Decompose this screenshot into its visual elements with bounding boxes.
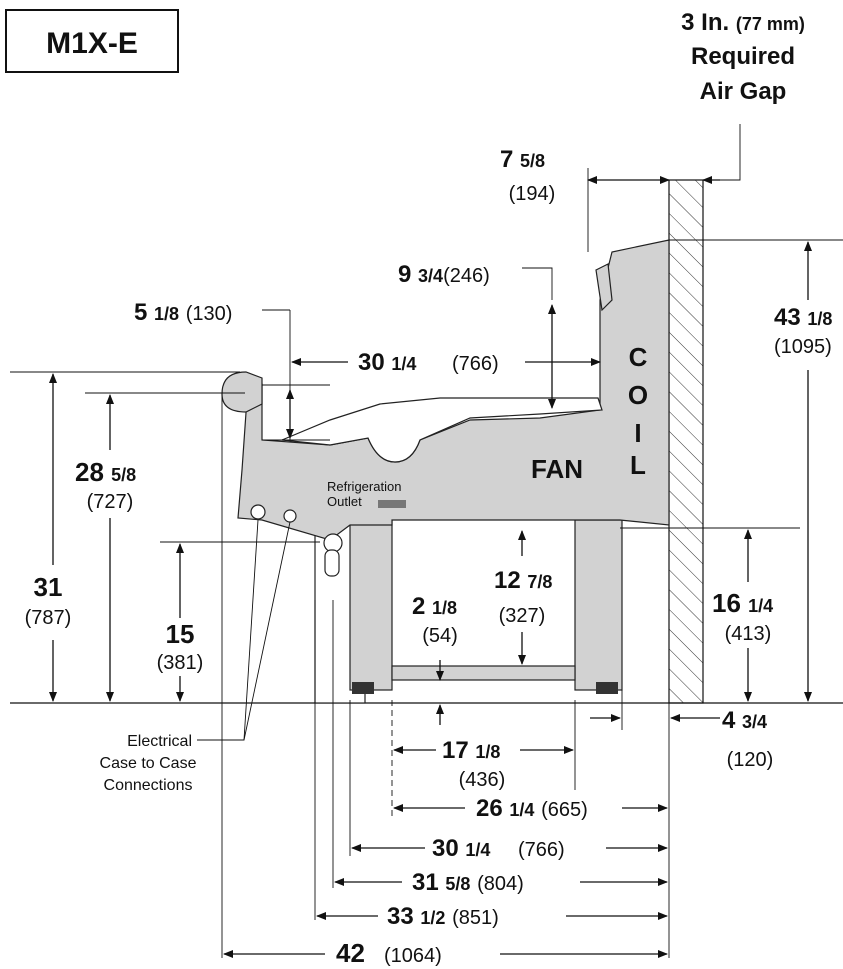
rear-light [595, 263, 613, 312]
dim-30-1-4-top-label: 30 1/4 [358, 349, 416, 376]
base-rail [391, 665, 576, 681]
model-box [5, 9, 179, 73]
svg-text:L: L [630, 450, 646, 480]
dim-31-label: 31 [34, 572, 63, 602]
dim-31-metric: (787) [25, 607, 72, 629]
display-case [221, 239, 670, 704]
dim-7-5-8-metric: (194) [509, 183, 556, 205]
svg-text:O: O [628, 380, 648, 410]
electrical-connector-2 [283, 509, 297, 523]
refrigeration-label: Refrigeration [327, 479, 401, 494]
coil-label: C O I L [628, 342, 648, 480]
dim-43-1-8-metric: (1095) [774, 336, 832, 358]
svg-text:C: C [629, 342, 648, 372]
back-wall [668, 179, 704, 704]
air-gap-leader [720, 124, 741, 181]
rear-leg [574, 519, 623, 691]
electrical-label-3: Connections [104, 777, 193, 794]
dim-7-5-8-label: 7 5/8 [500, 146, 545, 173]
dim-15-metric: (381) [157, 652, 204, 674]
dim-42-metric: (1064) [384, 945, 442, 967]
electrical-leader-2 [243, 521, 291, 741]
dim-4-3-4-metric: (120) [727, 749, 774, 771]
electrical-label-1: Electrical [127, 733, 192, 750]
fan-label: FAN [531, 454, 583, 484]
dim-2-1-8-label: 2 1/8 [412, 593, 457, 620]
dim-26-1-4-label: 26 1/4 (665) [476, 795, 588, 822]
front-bumper [221, 371, 263, 413]
air-gap-required: Required [691, 43, 795, 70]
front-leg [349, 519, 393, 691]
display-deck [281, 397, 603, 463]
refrigeration-outlet-marker [378, 500, 406, 508]
front-foot [352, 682, 374, 694]
dim-30-1-4-top-metric: (766) [452, 353, 499, 375]
model-label: M1X-E [46, 27, 138, 60]
outlet-label: Outlet [327, 494, 362, 509]
dim-9-3-4-label: 9 3/4(246) [398, 261, 490, 288]
air-gap-label: Air Gap [700, 78, 787, 105]
dim-17-1-8-metric: (436) [459, 769, 506, 791]
dim-12-7-8-label: 12 7/8 [494, 567, 552, 594]
dim-2-1-8-metric: (54) [422, 625, 458, 647]
electrical-leader-1 [197, 519, 259, 741]
dim-43-1-8-label: 43 1/8 [774, 304, 832, 331]
dim-30-1-4-bot-label: 30 1/4 [432, 835, 490, 862]
dim-28-5-8-label: 28 5/8 [75, 457, 136, 487]
dim-33-1-2-label: 33 1/2 (851) [387, 903, 499, 930]
dim-16-1-4-metric: (413) [725, 623, 772, 645]
dim-5-1-8-label: 5 1/8 (130) [134, 299, 232, 326]
dim-42-label: 42 [336, 938, 365, 968]
dim-28-5-8-metric: (727) [87, 491, 134, 513]
dim-12-7-8-metric: (327) [499, 605, 546, 627]
dim-16-1-4-label: 16 1/4 [712, 588, 773, 618]
electrical-label-2: Case to Case [100, 755, 197, 772]
drain-fitting [323, 533, 343, 553]
dim-17-1-8-label: 17 1/8 [442, 737, 500, 764]
dim-4-3-4-label: 4 3/4 [722, 707, 767, 734]
svg-text:I: I [634, 418, 641, 448]
electrical-connector-1 [250, 504, 266, 520]
drain-trap [324, 549, 340, 577]
air-gap-title: 3 In. (77 mm) [681, 9, 805, 36]
rear-foot [596, 682, 618, 694]
dim-15-label: 15 [166, 619, 195, 649]
dim-30-1-4-bot-metric: (766) [518, 839, 565, 861]
dim-31-5-8-label: 31 5/8 (804) [412, 869, 524, 896]
dim-9-3-4-leader [522, 267, 553, 300]
extension-lines [10, 168, 843, 958]
